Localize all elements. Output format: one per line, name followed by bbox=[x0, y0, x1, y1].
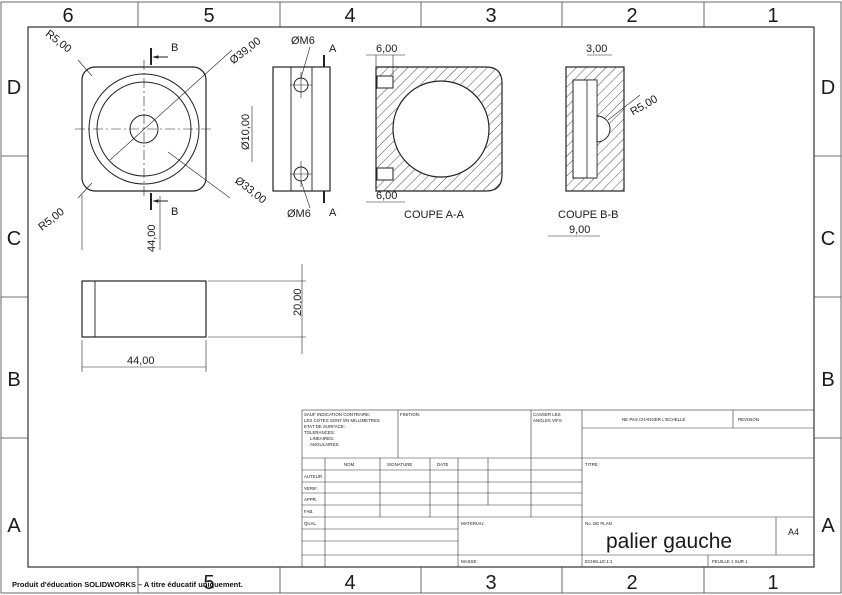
educational-watermark: Produit d'éducation SOLIDWORKS – A titre… bbox=[12, 580, 243, 589]
header-signature: SIGNATURE bbox=[387, 462, 412, 467]
note-line-3: ETAT DE SURFACE: bbox=[304, 424, 345, 429]
drawing-title: palier gauche bbox=[606, 530, 732, 553]
zone-labels: 6 5 4 3 2 1 5 4 3 2 1 D C B A D C B A bbox=[7, 5, 836, 594]
zone-row-a-right: A bbox=[821, 515, 835, 537]
front-view bbox=[75, 48, 233, 250]
break-edges-line-1: CASSER LES bbox=[533, 412, 561, 417]
dim-d39: Ø39,00 bbox=[228, 35, 264, 67]
row-qual: QUAL. bbox=[304, 521, 317, 526]
section-a-title: COUPE A-A bbox=[404, 209, 465, 221]
section-a-thread-top bbox=[376, 75, 394, 89]
note-line-2: LES COTES SONT EN MILLIMETRES bbox=[304, 418, 380, 423]
bottom-view bbox=[81, 264, 306, 372]
dim-m6-bottom: ØM6 bbox=[287, 208, 311, 220]
drawing-number-label: No. DE PLAN bbox=[585, 521, 612, 526]
zone-col-5: 5 bbox=[203, 5, 214, 27]
zone-col-6: 6 bbox=[62, 5, 73, 27]
side-view bbox=[251, 46, 331, 209]
section-a-view bbox=[366, 54, 503, 203]
zone-col-5-bottom: 5 bbox=[203, 572, 214, 594]
zone-row-c-right: C bbox=[821, 228, 835, 250]
title-label: TITRE: bbox=[585, 462, 599, 467]
section-b-title: COUPE B-B bbox=[558, 209, 619, 221]
zone-row-c: C bbox=[7, 228, 21, 250]
zone-col-2: 2 bbox=[626, 5, 637, 27]
title-block bbox=[301, 409, 815, 568]
section-a-label-top: A bbox=[329, 43, 337, 55]
zone-row-b: B bbox=[7, 369, 20, 391]
note-line-5: LINEAIRES: bbox=[310, 436, 334, 441]
leader-d33 bbox=[167, 151, 231, 199]
leader-r5-bottom bbox=[77, 182, 93, 199]
dim-bottom-length: 44,00 bbox=[127, 355, 155, 367]
section-b-view bbox=[548, 54, 641, 237]
dim-bottom-height: 20,00 bbox=[292, 288, 304, 316]
scale-label: ECHELLE:1:1 bbox=[585, 559, 613, 564]
zone-row-b-right: B bbox=[821, 369, 834, 391]
section-a-label-bottom: A bbox=[329, 207, 337, 219]
finish-label: FINITION: bbox=[400, 412, 420, 417]
section-b-radius: R5,00 bbox=[628, 93, 659, 118]
leader-m6-top bbox=[300, 46, 311, 79]
dim-d10: Ø10,00 bbox=[240, 114, 252, 150]
leader-r5-top bbox=[77, 59, 93, 77]
note-line-6: ANGULAIRES: bbox=[310, 442, 340, 447]
zone-col-3: 3 bbox=[485, 5, 496, 27]
zone-col-1: 1 bbox=[767, 5, 778, 27]
bottom-outline bbox=[81, 280, 207, 338]
break-edges-line-2: ANGLES VIFS bbox=[533, 418, 562, 423]
section-a-dim-bottom: 6,00 bbox=[376, 190, 397, 202]
section-b-fillet bbox=[596, 115, 611, 143]
zone-row-a: A bbox=[7, 515, 21, 537]
sheet-size: A4 bbox=[788, 527, 799, 537]
zone-col-3-bottom: 3 bbox=[485, 572, 496, 594]
section-b-dim-top: 3,00 bbox=[586, 43, 607, 55]
dim-r5-bottom: R5,00 bbox=[36, 206, 67, 234]
zone-row-d: D bbox=[7, 77, 21, 99]
no-scale-label: NE PAS CHANGER L'ECHELLE bbox=[622, 417, 686, 422]
section-b-flange bbox=[586, 79, 598, 179]
dim-m6-top: ØM6 bbox=[291, 35, 315, 47]
leader-d39 bbox=[109, 49, 233, 161]
header-name: NOM bbox=[344, 462, 355, 467]
row-author: AUTEUR bbox=[304, 474, 322, 479]
leader-section-b-r5 bbox=[607, 94, 641, 121]
dim-r5-top: R5,00 bbox=[43, 28, 74, 56]
section-a-bore bbox=[392, 80, 490, 178]
zone-col-4-bottom: 4 bbox=[344, 572, 355, 594]
material-label: MATERIAU: bbox=[461, 521, 485, 526]
section-b-label-bottom: B bbox=[171, 206, 178, 218]
zone-row-d-right: D bbox=[821, 77, 835, 99]
row-verif: VERIF. bbox=[304, 486, 318, 491]
zone-col-4: 4 bbox=[344, 5, 355, 27]
section-a-thread-bottom bbox=[376, 167, 394, 181]
zone-col-2-bottom: 2 bbox=[626, 572, 637, 594]
sheet-number-label: FEUILLE 1 SUR 1 bbox=[712, 559, 748, 564]
note-line-1: SAUF INDICATION CONTRAIRE: bbox=[304, 412, 370, 417]
dim-d33: Ø33,00 bbox=[232, 175, 268, 207]
section-b-dim-bottom: 9,00 bbox=[569, 224, 590, 236]
note-line-4: TOLERANCES: bbox=[304, 430, 335, 435]
row-appr: APPR. bbox=[304, 497, 317, 502]
leader-m6-bottom bbox=[300, 180, 311, 209]
revision-label: REVISION bbox=[738, 417, 759, 422]
row-fab: FAB. bbox=[304, 509, 314, 514]
section-a-dim-top: 6,00 bbox=[376, 43, 397, 55]
mass-label: MASSE: bbox=[461, 559, 478, 564]
section-b-label-top: B bbox=[171, 42, 178, 54]
side-outline bbox=[272, 66, 331, 192]
title-block-frame bbox=[301, 409, 815, 568]
dim-front-44: 44,00 bbox=[146, 224, 158, 252]
zone-col-1-bottom: 1 bbox=[767, 572, 778, 594]
header-date: DATE bbox=[437, 462, 448, 467]
